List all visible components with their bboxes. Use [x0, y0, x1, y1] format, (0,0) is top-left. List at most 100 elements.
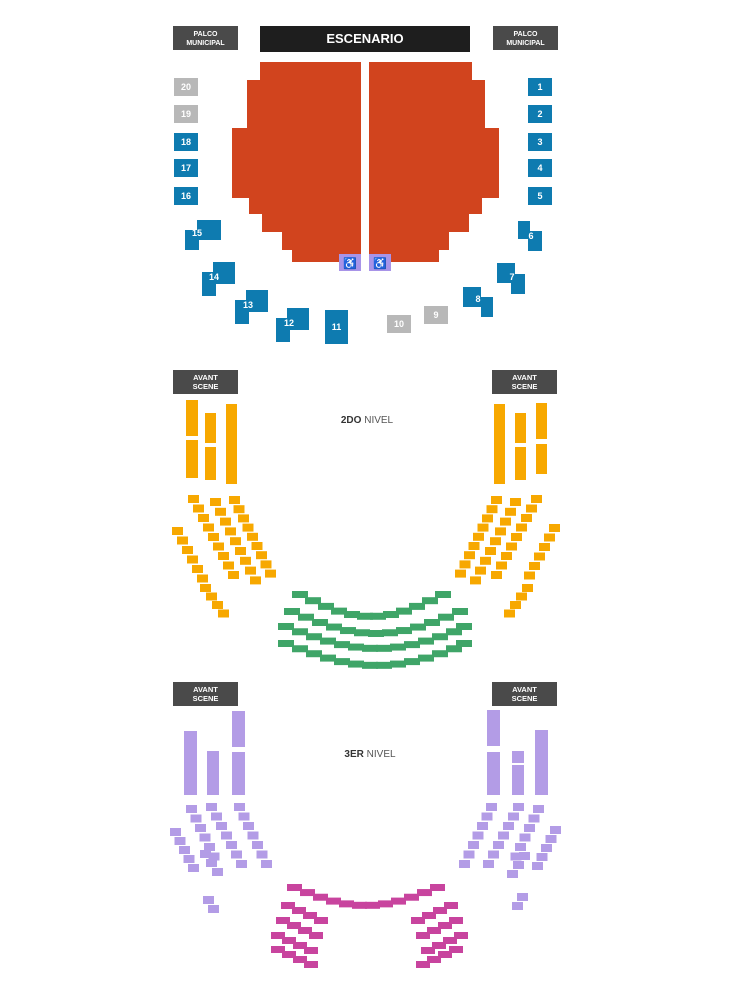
- central-n3-left-r2-seat[interactable]: [309, 932, 323, 939]
- avant-n3-right-runB-seat[interactable]: [493, 841, 504, 849]
- avant-n2-right-runA-seat[interactable]: [496, 561, 507, 570]
- central-n2-row3-seat[interactable]: [376, 644, 392, 652]
- central-n3-top-seat[interactable]: [378, 900, 393, 908]
- palco-18[interactable]: 18: [174, 133, 198, 151]
- avant-n2-right-runE-seat[interactable]: [516, 592, 527, 601]
- central-n2-row3-seat[interactable]: [278, 623, 294, 630]
- avant-n2-right-runA-seat[interactable]: [491, 571, 502, 579]
- avant-n3-left-runF-seat[interactable]: [208, 905, 219, 913]
- avant-n2-right-col2[interactable]: [515, 413, 526, 443]
- avant-n2-left-runA-seat[interactable]: [193, 504, 204, 513]
- avant-n3-left-col3[interactable]: [232, 752, 245, 795]
- central-n2-row4-seat[interactable]: [456, 640, 472, 647]
- avant-n3-left-runA-seat[interactable]: [204, 843, 215, 851]
- avant-n3-right-runE-seat[interactable]: [507, 870, 518, 878]
- avant-n2-right-runB-seat[interactable]: [490, 537, 501, 546]
- avant-n2-left-col1[interactable]: [186, 440, 198, 478]
- avant-n3-left-runE-seat[interactable]: [206, 859, 217, 867]
- avant-n3-right-runD-seat[interactable]: [536, 853, 548, 861]
- avant-n2-left-runD-seat[interactable]: [182, 546, 193, 554]
- avant-n2-right-col2[interactable]: [515, 447, 526, 480]
- avant-n2-right-runB-seat[interactable]: [500, 517, 511, 526]
- central-n3-right-r4-seat[interactable]: [438, 951, 452, 958]
- avant-n2-left-runA-seat[interactable]: [228, 571, 239, 579]
- avant-n3-left-runC-seat[interactable]: [247, 831, 259, 840]
- avant-n3-right-runB-seat[interactable]: [498, 831, 509, 840]
- avant-n3-left-col1[interactable]: [184, 731, 197, 795]
- avant-n2-left-runE-seat[interactable]: [206, 592, 217, 601]
- avant-n3-right-col1[interactable]: [487, 710, 500, 746]
- central-n3-left-r3-seat[interactable]: [293, 942, 307, 949]
- central-n2-row2-seat[interactable]: [382, 629, 398, 637]
- avant-n3-right-runC-seat[interactable]: [472, 831, 484, 840]
- central-n2-row2-seat[interactable]: [284, 608, 300, 615]
- palco-17[interactable]: 17: [174, 159, 198, 177]
- central-n2-row3-seat[interactable]: [348, 643, 364, 651]
- central-n2-row3-seat[interactable]: [418, 637, 434, 645]
- avant-n2-left-col2[interactable]: [205, 413, 216, 443]
- avant-n2-left-runA-seat[interactable]: [213, 542, 224, 551]
- avant-n3-right-runF-seat[interactable]: [512, 902, 523, 910]
- avant-n3-right-runD-seat[interactable]: [545, 835, 557, 843]
- central-n2-row4-seat[interactable]: [348, 660, 364, 668]
- avant-n3-left-runA-seat[interactable]: [208, 852, 220, 861]
- central-n2-row1-seat[interactable]: [422, 597, 438, 605]
- avant-n3-right-runE-seat[interactable]: [513, 861, 524, 869]
- avant-n2-left-runC-seat[interactable]: [260, 560, 272, 569]
- central-n3-right-r2-seat[interactable]: [438, 922, 452, 929]
- avant-n3-right-runB-seat[interactable]: [513, 803, 524, 811]
- avant-n3-right-col1[interactable]: [487, 752, 500, 795]
- avant-n3-right-runD-seat[interactable]: [532, 862, 543, 870]
- avant-n3-right-runA-seat[interactable]: [528, 814, 540, 823]
- central-n2-row1-seat[interactable]: [344, 611, 360, 619]
- avant-n2-left-runB-seat[interactable]: [220, 517, 231, 526]
- avant-n3-left-runA-seat[interactable]: [199, 833, 211, 842]
- avant-n3-left-runD-seat[interactable]: [179, 846, 190, 854]
- avant-n3-left-runA-seat[interactable]: [195, 824, 206, 832]
- avant-n3-left-runA-seat[interactable]: [190, 814, 202, 823]
- avant-n3-right-runA-seat[interactable]: [533, 805, 544, 813]
- central-n3-right-r2-seat[interactable]: [427, 927, 441, 934]
- palco-19[interactable]: 19: [174, 105, 198, 123]
- central-n3-top-seat[interactable]: [300, 889, 315, 897]
- avant-n2-right-runD-seat[interactable]: [539, 543, 550, 551]
- central-n2-row1-seat[interactable]: [396, 607, 412, 615]
- avant-n3-left-runD-seat[interactable]: [174, 837, 186, 845]
- avant-n2-left-runE-seat[interactable]: [200, 584, 211, 592]
- avant-n3-right-runD-seat[interactable]: [541, 844, 552, 852]
- central-n2-row3-seat[interactable]: [362, 644, 378, 652]
- avant-n2-right-runA-seat[interactable]: [511, 533, 522, 541]
- wheelchair-space-right[interactable]: ♿: [369, 254, 391, 271]
- avant-n2-right-runE-seat[interactable]: [522, 584, 533, 592]
- avant-n3-left-runC-seat[interactable]: [238, 812, 250, 821]
- palco-16[interactable]: 16: [174, 187, 198, 205]
- central-n3-top-seat[interactable]: [287, 884, 302, 891]
- central-n3-left-r4-seat[interactable]: [271, 946, 285, 953]
- central-n2-row2-seat[interactable]: [438, 613, 454, 621]
- central-n3-left-r1-seat[interactable]: [281, 902, 295, 909]
- central-n2-row2-seat[interactable]: [312, 619, 328, 626]
- palco-8[interactable]: 8: [463, 287, 493, 317]
- avant-n3-right-runE-seat[interactable]: [519, 852, 530, 860]
- central-n2-row3-seat[interactable]: [446, 628, 462, 636]
- avant-n2-right-runE-seat[interactable]: [510, 601, 521, 609]
- palco-12[interactable]: 12: [276, 308, 309, 342]
- central-n3-right-r3-seat[interactable]: [421, 947, 435, 954]
- central-n3-right-r3-seat[interactable]: [454, 932, 468, 939]
- central-n3-top-seat[interactable]: [326, 897, 341, 905]
- avant-n3-left-runB-seat[interactable]: [211, 812, 222, 821]
- avant-n3-right-runC-seat[interactable]: [477, 822, 488, 830]
- central-n2-row4-seat[interactable]: [278, 640, 294, 647]
- avant-n2-left-runB-seat[interactable]: [215, 507, 226, 516]
- central-n3-left-r1-seat[interactable]: [314, 917, 328, 924]
- central-n2-row1-seat[interactable]: [409, 602, 425, 610]
- avant-n3-right-runA-seat[interactable]: [510, 852, 522, 861]
- central-n3-right-r1-seat[interactable]: [422, 912, 436, 919]
- avant-n2-right-runC-seat[interactable]: [455, 569, 466, 578]
- avant-n2-left-runC-seat[interactable]: [265, 569, 276, 578]
- central-n2-row1-seat[interactable]: [435, 591, 451, 598]
- avant-n2-left-runD-seat[interactable]: [177, 536, 188, 545]
- avant-n3-right-runA-seat[interactable]: [515, 843, 526, 851]
- palco-15[interactable]: 15: [185, 220, 221, 250]
- central-n2-row1-seat[interactable]: [318, 602, 334, 610]
